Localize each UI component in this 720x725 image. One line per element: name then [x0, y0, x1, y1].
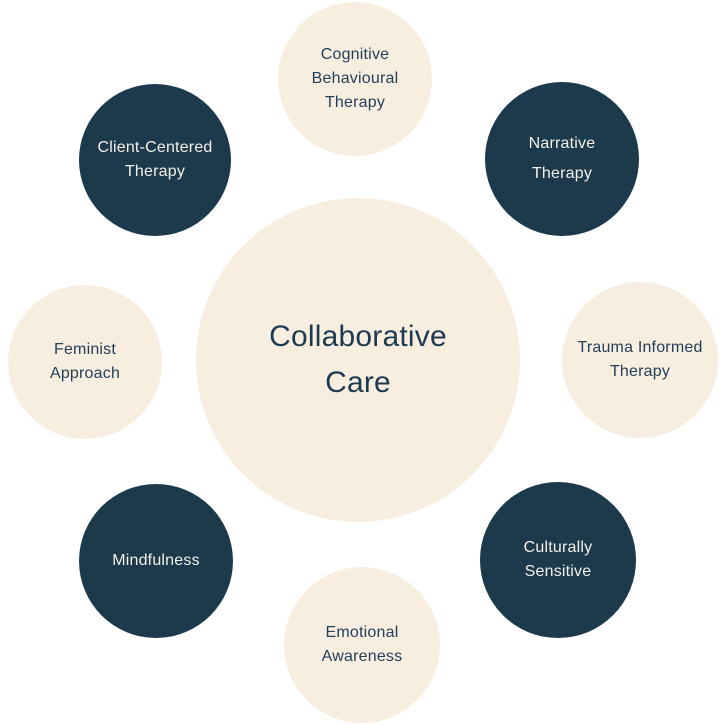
node-client-centered-therapy-label: Client-Centered Therapy — [97, 139, 213, 180]
node-culturally-sensitive-label: Culturally Sensitive — [523, 539, 593, 580]
node-collaborative-care: Collaborative Care — [196, 198, 520, 522]
node-mindfulness-label: Mindfulness — [112, 552, 200, 569]
node-culturally-sensitive: Culturally Sensitive — [480, 482, 636, 638]
node-feminist-approach-label: Feminist Approach — [49, 341, 121, 382]
node-cognitive-behavioural-therapy-label: Cognitive Behavioural Therapy — [311, 46, 399, 111]
node-mindfulness: Mindfulness — [79, 484, 233, 638]
node-collaborative-care-label: Collaborative Care — [269, 319, 447, 400]
node-emotional-awareness: Emotional Awareness — [284, 567, 440, 723]
node-trauma-informed-therapy-label: Trauma Informed Therapy — [577, 339, 703, 380]
node-feminist-approach: Feminist Approach — [8, 285, 162, 439]
node-emotional-awareness-label: Emotional Awareness — [321, 624, 403, 665]
node-trauma-informed-therapy: Trauma Informed Therapy — [562, 282, 718, 438]
node-narrative-therapy: Narrative Therapy — [485, 82, 639, 236]
node-client-centered-therapy: Client-Centered Therapy — [79, 84, 231, 236]
node-narrative-therapy-label: Narrative Therapy — [528, 134, 596, 182]
node-cognitive-behavioural-therapy: Cognitive Behavioural Therapy — [278, 2, 432, 156]
